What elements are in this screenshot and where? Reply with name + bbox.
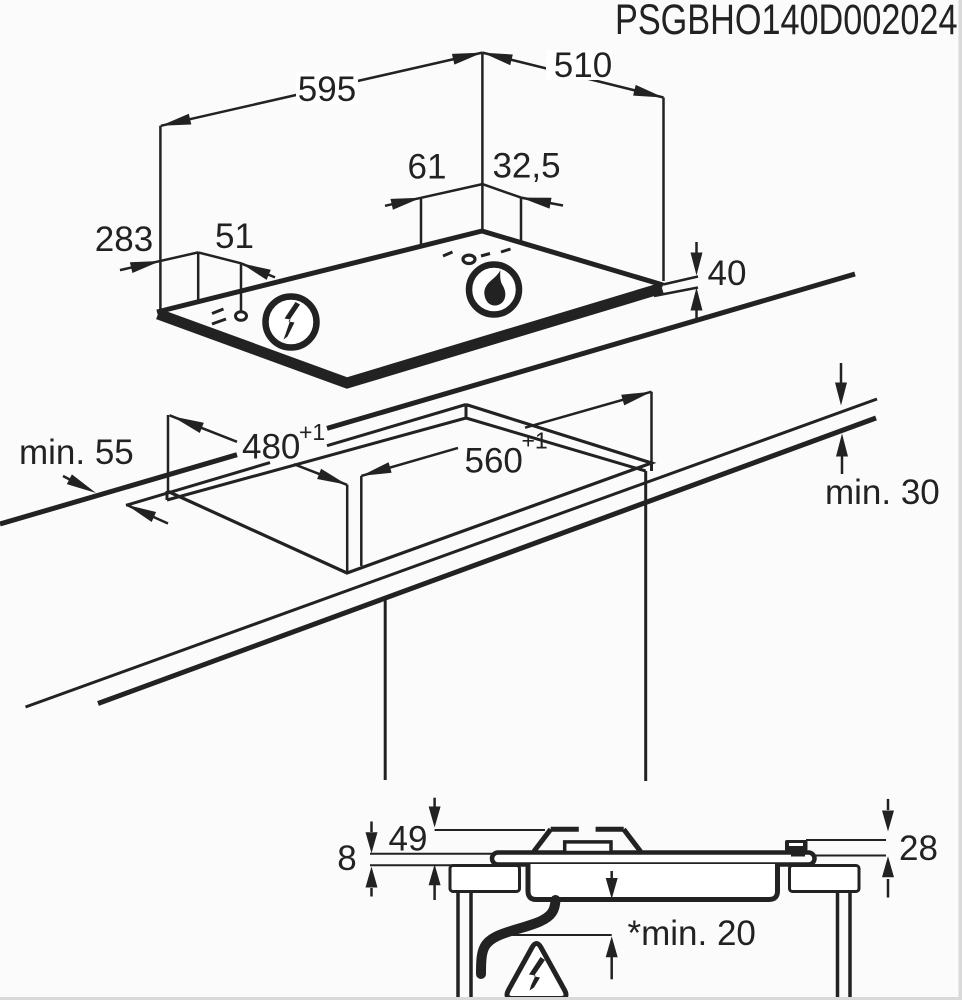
svg-text:min. 30: min. 30: [825, 473, 940, 512]
svg-text:+1: +1: [299, 419, 325, 445]
svg-text:595: 595: [298, 70, 356, 109]
svg-text:560: 560: [465, 442, 523, 481]
svg-text:32,5: 32,5: [492, 147, 560, 186]
svg-text:480: 480: [242, 427, 300, 466]
svg-text:49: 49: [389, 820, 428, 859]
svg-text:PSGBHO140D002024: PSGBHO140D002024: [615, 0, 958, 44]
svg-text:51: 51: [215, 217, 254, 256]
svg-text:40: 40: [708, 254, 747, 293]
svg-text:8: 8: [337, 839, 356, 878]
svg-text:min. 55: min. 55: [19, 433, 134, 472]
svg-text:510: 510: [554, 46, 612, 85]
svg-text:28: 28: [899, 829, 938, 868]
svg-text:+1: +1: [522, 428, 548, 454]
svg-text:283: 283: [95, 220, 153, 259]
svg-text:*min. 20: *min. 20: [628, 914, 756, 953]
svg-text:61: 61: [408, 148, 447, 187]
